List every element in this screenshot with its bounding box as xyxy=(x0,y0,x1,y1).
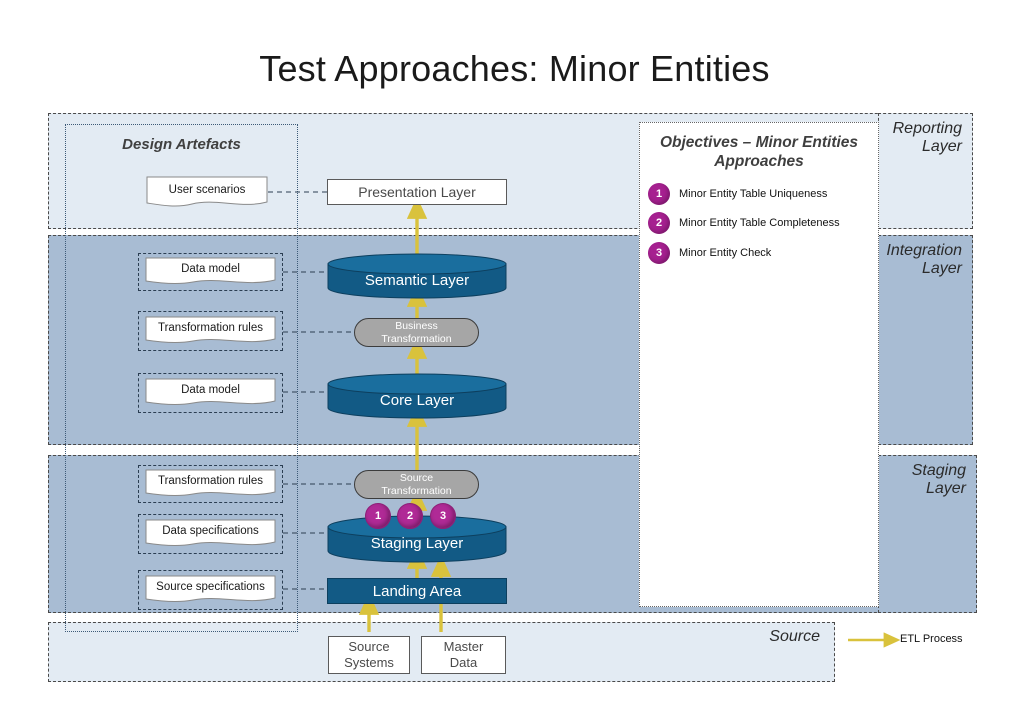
objectives-title-line2: Approaches xyxy=(714,153,804,171)
node-source-systems-line2: Systems xyxy=(344,655,394,670)
node-landing-area-label: Landing Area xyxy=(372,582,462,600)
design-artefacts-title: Design Artefacts xyxy=(122,136,241,153)
objective-item-3[interactable]: 3 Minor Entity Check xyxy=(648,242,771,264)
node-master-data[interactable]: Master Data xyxy=(421,636,506,674)
objective-badge-2-number: 2 xyxy=(655,217,663,229)
staging-badge-3[interactable]: 3 xyxy=(430,503,456,529)
node-presentation-layer[interactable]: Presentation Layer xyxy=(327,179,507,205)
document-source-specifications: Source specifications xyxy=(145,575,276,605)
node-business-transformation[interactable]: Business Transformation xyxy=(354,318,479,347)
document-frame-1 xyxy=(138,253,283,291)
staging-badge-1-number: 1 xyxy=(374,510,382,522)
node-landing-area[interactable]: Landing Area xyxy=(327,578,507,604)
document-frame-4 xyxy=(138,465,283,503)
staging-badge-3-number: 3 xyxy=(439,510,447,522)
node-source-transformation-line2: Transformation xyxy=(381,484,452,497)
document-frame-3 xyxy=(138,373,283,413)
objective-item-2[interactable]: 2 Minor Entity Table Completeness xyxy=(648,212,840,234)
document-user-scenarios: User scenarios xyxy=(146,176,268,209)
legend-etl-process-label: ETL Process xyxy=(900,633,963,645)
label-cell-integration: Integration Layer xyxy=(878,235,973,445)
node-master-data-line2: Data xyxy=(449,655,478,670)
band-label-source-text: Source xyxy=(769,628,820,645)
document-frame-5 xyxy=(138,514,283,554)
node-source-systems[interactable]: Source Systems xyxy=(328,636,410,674)
node-semantic-layer-label: Semantic Layer xyxy=(364,271,470,289)
band-label-staging-line1: Staging xyxy=(911,462,966,479)
band-label-integration-line1: Integration xyxy=(886,242,962,259)
staging-badge-1[interactable]: 1 xyxy=(365,503,391,529)
document-frame-6 xyxy=(138,570,283,610)
objective-item-1[interactable]: 1 Minor Entity Table Uniqueness xyxy=(648,183,827,205)
band-label-staging: Staging Layer xyxy=(881,462,966,499)
document-data-model-1: Data model xyxy=(145,257,276,287)
staging-badge-2[interactable]: 2 xyxy=(397,503,423,529)
objective-label-3: Minor Entity Check xyxy=(679,247,772,259)
node-semantic-layer[interactable]: Semantic Layer xyxy=(327,253,507,299)
objectives-title-line1: Objectives – Minor Entities xyxy=(659,134,859,151)
objective-label-2: Minor Entity Table Completeness xyxy=(679,217,840,229)
objective-badge-1-number: 1 xyxy=(655,188,663,200)
label-cell-reporting: Reporting Layer xyxy=(878,113,973,229)
node-staging-layer[interactable]: Staging Layer xyxy=(327,515,507,563)
node-master-data-line1: Master xyxy=(443,639,484,655)
objective-label-1: Minor Entity Table Uniqueness xyxy=(679,188,828,200)
band-label-reporting-line2: Layer xyxy=(921,138,962,156)
node-core-layer[interactable]: Core Layer xyxy=(327,373,507,419)
objective-badge-2: 2 xyxy=(648,212,670,234)
document-data-model-2: Data model xyxy=(145,378,276,408)
document-label: Transformation rules xyxy=(157,322,264,334)
node-business-transformation-line1: Business xyxy=(395,320,438,333)
objective-badge-3-number: 3 xyxy=(655,247,663,259)
document-transformation-rules-2: Transformation rules xyxy=(145,469,276,499)
node-source-systems-line1: Source xyxy=(348,639,390,655)
band-label-staging-line2: Layer xyxy=(925,480,966,498)
node-source-transformation-line1: Source xyxy=(399,472,434,485)
document-data-specifications: Data specifications xyxy=(145,519,276,549)
band-label-source: Source xyxy=(700,628,820,646)
band-label-reporting-line1: Reporting xyxy=(892,120,962,137)
page-title: Test Approaches: Minor Entities xyxy=(259,48,770,89)
objective-badge-1: 1 xyxy=(648,183,670,205)
node-source-transformation[interactable]: Source Transformation xyxy=(354,470,479,499)
document-label: Data specifications xyxy=(162,525,259,537)
node-staging-layer-label: Staging Layer xyxy=(370,534,464,552)
node-core-layer-label: Core Layer xyxy=(379,391,455,409)
objectives-panel: Objectives – Minor Entities Approaches 1… xyxy=(639,122,879,607)
node-presentation-layer-label: Presentation Layer xyxy=(358,184,476,200)
document-label: Transformation rules xyxy=(157,475,264,487)
document-label: User scenarios xyxy=(168,183,246,196)
staging-badge-2-number: 2 xyxy=(406,510,414,522)
band-label-integration-line2: Layer xyxy=(921,260,962,278)
document-transformation-rules-1: Transformation rules xyxy=(145,316,276,346)
band-label-reporting: Reporting Layer xyxy=(877,120,962,157)
document-label: Data model xyxy=(181,384,240,396)
document-label: Data model xyxy=(181,263,240,275)
objective-badge-3: 3 xyxy=(648,242,670,264)
band-label-integration: Integration Layer xyxy=(877,242,962,279)
label-cell-staging: Staging Layer xyxy=(878,455,977,613)
objectives-title: Objectives – Minor Entities Approaches xyxy=(652,133,866,172)
design-artefacts-column: Design Artefacts xyxy=(65,124,298,632)
document-label: Source specifications xyxy=(156,581,265,593)
document-frame-2 xyxy=(138,311,283,351)
node-business-transformation-line2: Transformation xyxy=(381,332,452,345)
